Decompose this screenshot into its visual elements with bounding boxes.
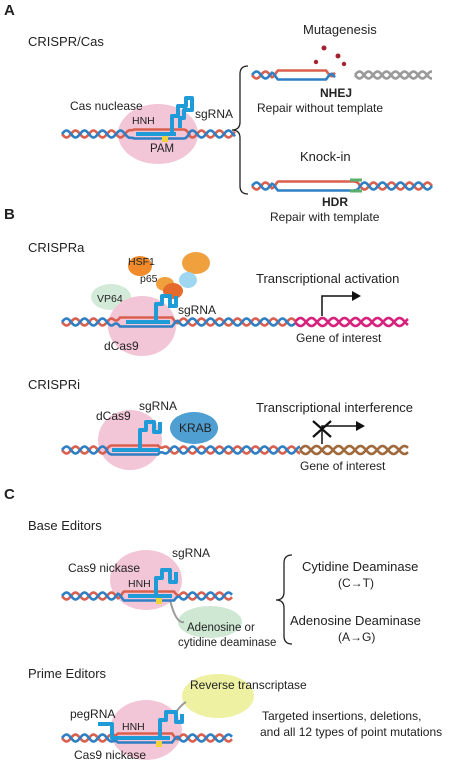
dna-strand-line (61, 317, 296, 328)
dna-strand-hdr (251, 180, 433, 192)
hdr-desc: Repair with template (270, 210, 380, 224)
pam-label: PAM (150, 143, 174, 155)
pegrna-shape (98, 710, 184, 740)
dcas9-label-b2: dCas9 (96, 409, 131, 423)
sgrna-label-b2: sgRNA (139, 399, 177, 413)
dna-strand-crispri (61, 444, 409, 456)
activation-label: Transcriptional activation (256, 271, 399, 286)
dna-strand-base (61, 590, 233, 602)
base-editors-title: Base Editors (28, 518, 102, 533)
cas9-nickase-label-a: Cas9 nickase (68, 561, 140, 575)
pam-marker-c1 (156, 598, 162, 604)
knockin-title: Knock-in (300, 149, 351, 164)
block-cross-icon (312, 420, 332, 438)
dna-strand-line (294, 316, 409, 328)
deaminase-blob (178, 606, 242, 638)
panel-b-letter: B (4, 206, 15, 223)
dna-strand-prime (61, 732, 233, 744)
gene-label-b: Gene of interest (300, 459, 386, 473)
nhej-label: NHEJ (320, 86, 352, 100)
dna-strand-line (354, 70, 432, 80)
dna-strand-line (251, 70, 336, 81)
panel-a-title: CRISPR/Cas (28, 34, 104, 49)
pegrna-label: pegRNA (70, 707, 115, 721)
dna-strand-line (354, 70, 432, 80)
dna-strand-line (61, 732, 233, 743)
panel-a-letter: A (4, 2, 15, 19)
p65-label: p65 (140, 273, 158, 285)
dna-strand-line (251, 181, 433, 192)
crispri-title: CRISPRi (28, 377, 80, 392)
interference-arrowhead (356, 421, 365, 431)
sgrna-shape-b2 (112, 420, 162, 452)
adenosine-change-label: (A→G) (338, 630, 375, 644)
dcas9-label-b1: dCas9 (104, 339, 139, 353)
brace-a (231, 65, 249, 195)
ms2-blob-3 (179, 272, 197, 288)
hnh-label-c1: HNH (128, 578, 151, 590)
sgrna-shape-c1 (128, 568, 178, 598)
hnh-label-c2: HNH (122, 721, 145, 733)
gene-label-a: Gene of interest (296, 331, 382, 345)
dna-strand-line (61, 445, 301, 456)
crispra-title: CRISPRa (28, 240, 85, 255)
mutagenesis-title: Mutagenesis (303, 22, 377, 37)
sgrna-shape-b1 (126, 294, 178, 324)
pam-marker-c2 (156, 741, 162, 747)
panel-c-letter: C (4, 486, 15, 503)
dna-strand-crispra (61, 316, 409, 328)
dna-strand-line (61, 129, 236, 140)
deaminase-label-1: Adenosine or (187, 622, 255, 634)
dna-strand-line (299, 444, 409, 456)
ms2-blob-2 (182, 252, 210, 274)
sgrna-label-a: sgRNA (195, 107, 233, 121)
deaminase-linker (169, 599, 185, 624)
hdr-label: HDR (322, 195, 348, 209)
cas9-nickase-label-b: Cas9 nickase (74, 748, 146, 762)
rt-blob (182, 674, 254, 718)
rt-label: Reverse transcriptase (190, 678, 307, 692)
dna-strand-line (61, 733, 233, 744)
prime-outcome-2: and all 12 types of point mutations (260, 725, 442, 739)
cytidine-deaminase-label: Cytidine Deaminase (302, 559, 418, 574)
dna-strand-line (251, 180, 433, 191)
pam-marker (162, 136, 168, 142)
brace-c (275, 554, 293, 645)
nhej-desc: Repair without template (257, 101, 383, 115)
hsf1-blob (128, 256, 152, 276)
krab-blob (170, 412, 218, 444)
adenosine-deaminase-label: Adenosine Deaminase (290, 613, 421, 628)
dna-strand-line (294, 316, 409, 328)
dna-strand-line (61, 591, 233, 602)
sgrna-shape-a (136, 96, 194, 136)
interference-label: Transcriptional interference (256, 400, 413, 415)
dna-strand-line (251, 69, 336, 80)
sgrna-label-c1: sgRNA (172, 546, 210, 560)
hsf1-label: HSF1 (128, 256, 155, 268)
dna-strand-a (61, 128, 236, 140)
sgrna-label-b1: sgRNA (178, 303, 216, 317)
dna-strand-line (299, 444, 409, 456)
prime-outcome-1: Targeted insertions, deletions, (262, 709, 421, 723)
rt-linker (175, 701, 187, 713)
activation-arrowhead (352, 291, 361, 301)
template-insert (350, 178, 362, 193)
deaminase-label-2: cytidine deaminase (178, 637, 276, 649)
dsb-markers (313, 45, 347, 67)
dna-strand-nhej (251, 69, 432, 81)
krab-label: KRAB (179, 421, 212, 435)
cytidine-change-label: (C→T) (338, 576, 374, 590)
dna-strand-line (61, 590, 233, 601)
activation-arrow (321, 295, 352, 316)
prime-editors-title: Prime Editors (28, 666, 107, 681)
interference-arrow (321, 425, 356, 444)
hnh-label-a: HNH (132, 115, 155, 127)
cas-nuclease-label: Cas nuclease (70, 99, 143, 113)
vp64-label: VP64 (97, 293, 123, 305)
